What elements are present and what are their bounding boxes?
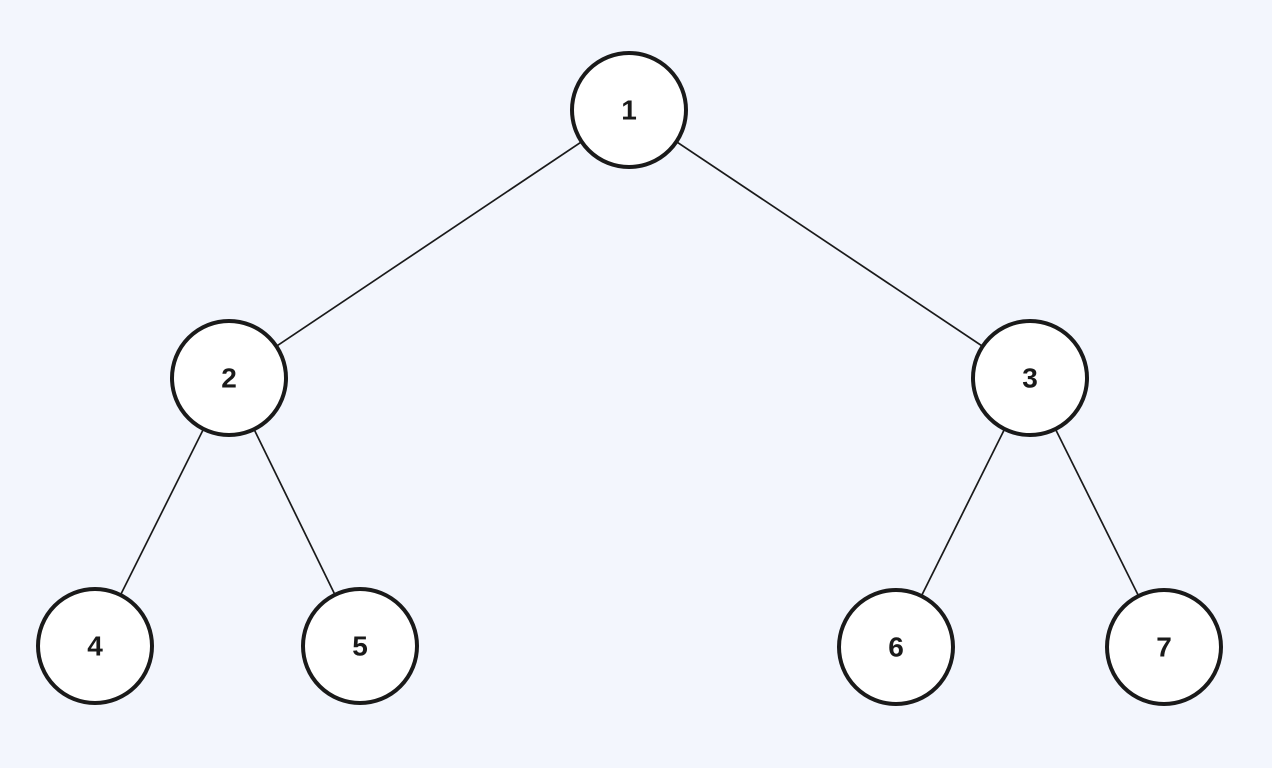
tree-node-2: 2 <box>170 319 288 437</box>
tree-node-7: 7 <box>1105 588 1223 706</box>
tree-node-label: 6 <box>888 632 904 663</box>
tree-node-label: 3 <box>1022 363 1038 394</box>
tree-node-5: 5 <box>301 587 419 705</box>
tree-node-circle-6 <box>837 588 955 706</box>
tree-nodes-layer: 1 2 3 4 5 6 7 <box>36 51 1223 706</box>
tree-node-label: 5 <box>352 631 368 662</box>
tree-node-4: 4 <box>36 587 154 705</box>
tree-node-label: 1 <box>621 95 637 126</box>
tree-node-3: 3 <box>971 319 1089 437</box>
tree-edge-1-2 <box>228 109 630 379</box>
tree-edge-1-3 <box>628 109 1031 379</box>
tree-node-label: 7 <box>1156 632 1172 663</box>
tree-node-circle-3 <box>971 319 1089 437</box>
tree-node-label: 4 <box>87 631 103 662</box>
tree-node-circle-2 <box>170 319 288 437</box>
tree-node-6: 6 <box>837 588 955 706</box>
tree-node-1: 1 <box>570 51 688 169</box>
tree-node-circle-7 <box>1105 588 1223 706</box>
tree-node-circle-4 <box>36 587 154 705</box>
tree-node-circle-5 <box>301 587 419 705</box>
tree-node-circle-1 <box>570 51 688 169</box>
tree-node-label: 2 <box>221 363 237 394</box>
